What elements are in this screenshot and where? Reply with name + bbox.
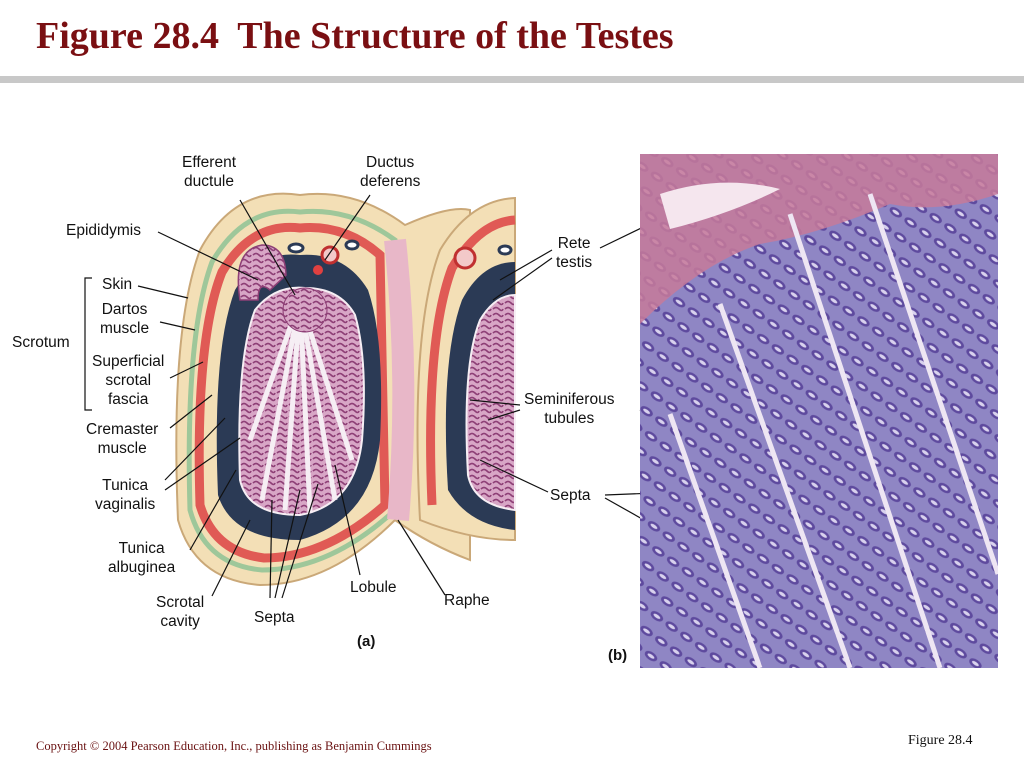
label-raphe: Raphe: [444, 592, 490, 609]
label-ductus-deferens: Ductus deferens: [360, 154, 421, 190]
label-septa-a: Septa: [254, 609, 295, 626]
label-dartos-muscle: Dartos muscle: [100, 301, 150, 337]
figure-number: Figure 28.4: [908, 733, 973, 748]
label-skin: Skin: [102, 276, 133, 293]
slide-title: Figure 28.4 The Structure of the Testes: [36, 15, 674, 57]
label-scrotum: Scrotum: [12, 334, 70, 351]
copyright-notice: Copyright © 2004 Pearson Education, Inc.…: [36, 739, 432, 753]
label-tunica-albuginea: Tunica albuginea: [108, 540, 176, 576]
raphe: [384, 238, 415, 521]
label-epididymis: Epididymis: [66, 222, 141, 239]
label-superficial-scrotal-fascia: Superficial scrotal fascia: [92, 353, 165, 408]
cremaster-muscle-layer: [194, 222, 390, 563]
leader-lines-a: [84, 194, 446, 599]
title-divider: [0, 76, 1024, 83]
septa-left: [247, 299, 355, 513]
septa-micrograph: [667, 193, 998, 668]
label-scrotal-cavity: Scrotal cavity: [156, 594, 205, 630]
label-lobule: Lobule: [350, 579, 397, 596]
label-seminiferous-tubules: Seminiferous tubules: [524, 391, 615, 427]
label-efferent-ductule: Efferent ductule: [182, 154, 237, 190]
panel-label-b: (b): [608, 647, 628, 664]
panel-label-a: (a): [357, 633, 376, 650]
histology-micrograph: [640, 154, 998, 668]
label-septa-b: Septa: [550, 487, 591, 504]
label-cremaster-muscle: Cremaster muscle: [86, 421, 159, 457]
label-rete-testis: Rete testis: [556, 235, 593, 271]
label-tunica-vaginalis: Tunica vaginalis: [95, 477, 156, 513]
